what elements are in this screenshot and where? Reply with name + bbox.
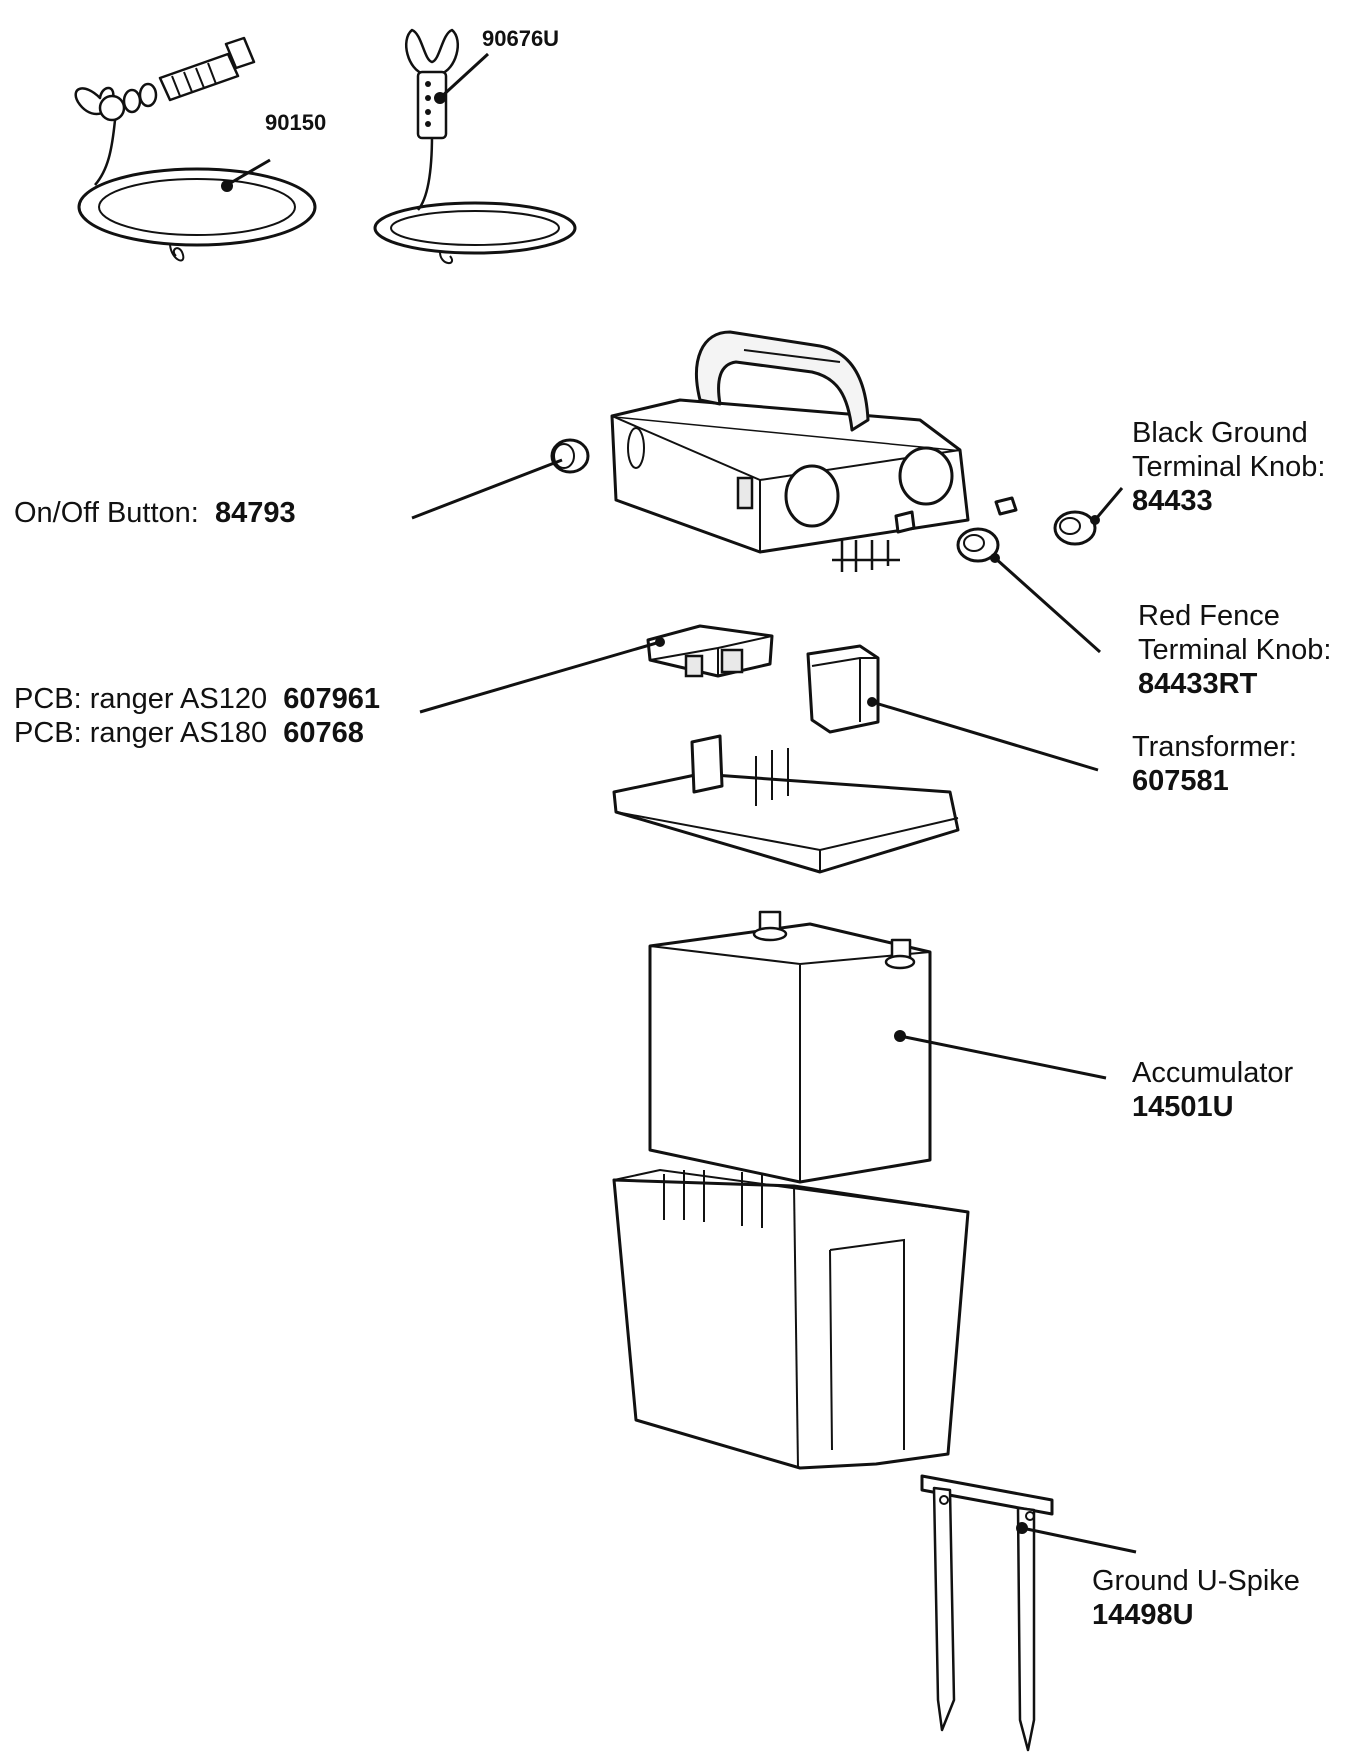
- pcb-line1: PCB: ranger AS120 607961: [14, 682, 380, 716]
- terminal-knobs-drawing: [956, 496, 1097, 563]
- transformer-label: Transformer: 607581: [1132, 730, 1297, 798]
- pcb-line2: PCB: ranger AS180 60768: [14, 716, 380, 750]
- pcb-line2-text: PCB: ranger AS180: [14, 717, 268, 749]
- transformer-text: Transformer:: [1132, 731, 1297, 763]
- accumulator-code: 14501U: [1132, 1091, 1234, 1123]
- accumulator-text: Accumulator: [1132, 1057, 1294, 1089]
- pcb-line1-code: 607961: [283, 683, 381, 715]
- pcb-line2-code: 60768: [283, 717, 364, 749]
- red-fence-knob-label: Red Fence Terminal Knob: 84433RT: [1138, 599, 1331, 701]
- transformer-drawing: [806, 644, 880, 734]
- black-ground-knob-line1: Black Ground: [1132, 417, 1308, 449]
- base-plate-drawing: [612, 734, 960, 874]
- fence-lead-drawing: [373, 28, 577, 264]
- red-fence-knob-line1: Red Fence: [1138, 600, 1280, 632]
- on-off-button-label: On/Off Button: 84793: [14, 496, 296, 530]
- ground-lead-code: 90150: [265, 110, 327, 135]
- black-ground-knob-label: Black Ground Terminal Knob: 84433: [1132, 416, 1325, 518]
- fence-lead-code: 90676U: [482, 26, 560, 51]
- on-off-button-text: On/Off Button:: [14, 497, 199, 529]
- lower-case-drawing: [612, 1168, 970, 1470]
- accumulator-label: Accumulator 14501U: [1132, 1056, 1293, 1124]
- leader-lines: [221, 52, 1137, 1554]
- on-off-button-code: 84793: [214, 497, 296, 529]
- pcb-drawing: [646, 624, 774, 678]
- ground-spike-label: Ground U-Spike 14498U: [1092, 1564, 1300, 1632]
- red-fence-knob-line2: Terminal Knob:: [1138, 634, 1332, 666]
- ground-spike-code: 14498U: [1092, 1599, 1194, 1631]
- ground-lead-drawing: [74, 36, 317, 262]
- ground-spike-drawing: [920, 1474, 1054, 1752]
- pcb-label: PCB: ranger AS120 607961 PCB: ranger AS1…: [14, 682, 380, 750]
- top-housing-drawing: [610, 330, 970, 572]
- red-fence-knob-code: 84433RT: [1138, 668, 1258, 700]
- black-ground-knob-code: 84433: [1132, 485, 1213, 517]
- pcb-line1-text: PCB: ranger AS120: [14, 683, 268, 715]
- on-off-button-drawing: [550, 438, 590, 474]
- transformer-code: 607581: [1132, 765, 1229, 797]
- black-ground-knob-line2: Terminal Knob:: [1132, 451, 1326, 483]
- accumulator-drawing: [648, 910, 932, 1184]
- ground-spike-text: Ground U-Spike: [1092, 1565, 1300, 1597]
